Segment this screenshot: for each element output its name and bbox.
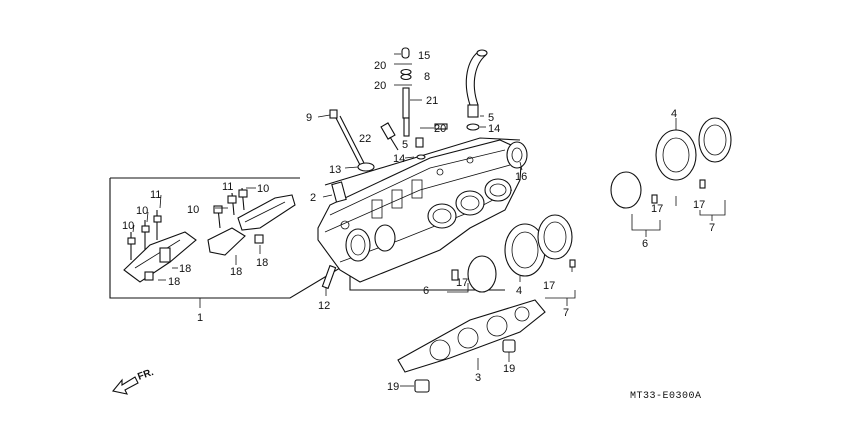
intake-insulator-upper [610, 117, 732, 209]
callout-6: 6 [642, 238, 648, 250]
callout-4: 4 [671, 108, 677, 120]
part-13-washer [344, 162, 375, 172]
breather-hose [465, 49, 488, 131]
part-19-dowel-a [400, 379, 430, 393]
callout-11: 11 [222, 181, 233, 193]
callout-21: 21 [426, 95, 438, 107]
part-22-plug [380, 122, 399, 151]
group-6-7-brackets [447, 196, 726, 306]
callout-2: 2 [310, 192, 316, 204]
part-19-dowel-b [502, 339, 516, 362]
callout-18: 18 [256, 257, 268, 269]
callout-3: 3 [475, 372, 481, 384]
callout-19: 19 [387, 381, 399, 393]
callout-17: 17 [456, 277, 468, 289]
callout-17: 17 [651, 203, 663, 215]
callout-22: 22 [359, 133, 371, 145]
callout-12: 12 [318, 300, 330, 312]
part-3-gasket [397, 299, 546, 373]
callout-18: 18 [168, 276, 180, 288]
diagram-code: MT33-E0300A [630, 391, 702, 402]
callout-labels: 1 2 3 4 4 5 5 6 6 7 7 8 9 10 10 10 10 11… [122, 50, 715, 402]
part-16-cover [506, 141, 528, 171]
callout-14: 14 [393, 153, 405, 165]
callout-10: 10 [122, 220, 134, 232]
callout-17: 17 [543, 280, 555, 292]
callout-10: 10 [136, 205, 148, 217]
callout-17: 17 [693, 199, 705, 211]
cylinder-head [317, 139, 523, 283]
callout-20: 20 [374, 60, 386, 72]
callout-14: 14 [488, 123, 500, 135]
callout-18: 18 [179, 263, 191, 275]
callout-9: 9 [306, 112, 312, 124]
part-2-sleeve [322, 181, 347, 203]
callout-20: 20 [434, 123, 446, 135]
front-direction-arrow [112, 376, 139, 395]
callout-4: 4 [516, 285, 522, 297]
callout-15: 15 [418, 50, 430, 62]
callout-11: 11 [150, 189, 161, 201]
rocker-assembly-right [207, 187, 296, 256]
callout-8: 8 [424, 71, 430, 83]
callout-7: 7 [709, 222, 715, 234]
callout-5: 5 [402, 139, 408, 151]
callout-7: 7 [563, 307, 569, 319]
callout-6: 6 [423, 285, 429, 297]
callout-13: 13 [329, 164, 341, 176]
callout-10: 10 [187, 204, 199, 216]
group-1-bracket [109, 137, 521, 308]
callout-18: 18 [230, 266, 242, 278]
leader-lines [132, 115, 486, 281]
vertical-valve-assembly [394, 47, 448, 160]
rocker-assembly-left [123, 210, 197, 283]
front-direction-label: FR. [136, 367, 155, 383]
callout-5: 5 [488, 112, 494, 124]
callout-19: 19 [503, 363, 515, 375]
callout-20: 20 [374, 80, 386, 92]
callout-10: 10 [257, 183, 269, 195]
intake-insulator-lower [451, 214, 576, 293]
part-9-rod [317, 109, 365, 166]
callout-16: 16 [515, 171, 527, 183]
part-12-stud [321, 264, 337, 296]
callout-1: 1 [197, 312, 203, 324]
